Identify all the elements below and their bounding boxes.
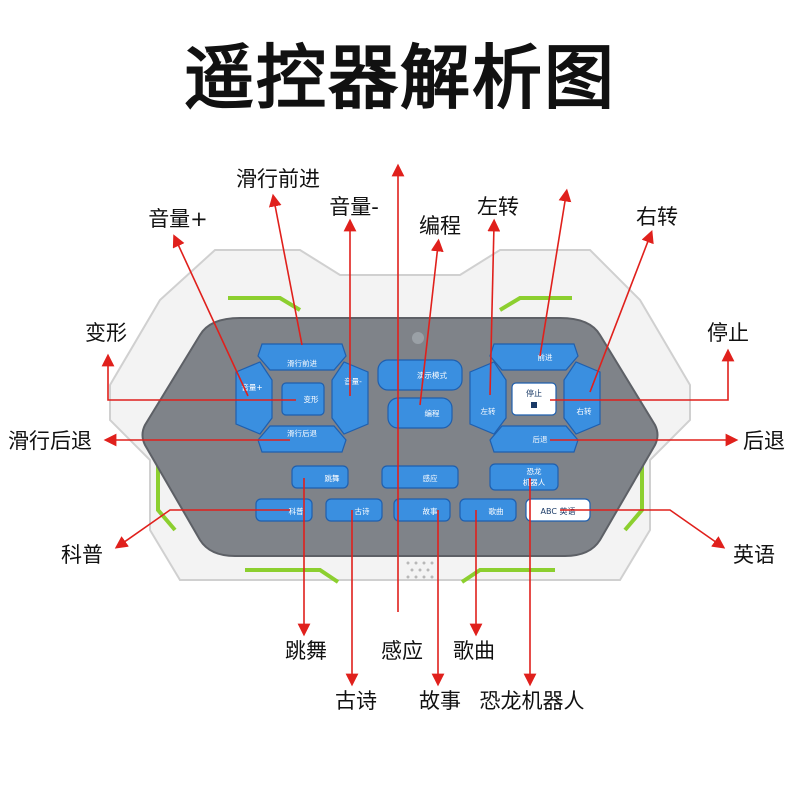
slide-forward-button[interactable]: 滑行前进 bbox=[257, 343, 347, 371]
label-science: 科普 bbox=[61, 543, 103, 567]
svg-text:变形: 变形 bbox=[304, 394, 319, 404]
svg-text:停止: 停止 bbox=[526, 388, 542, 398]
dino-robot-button[interactable]: 恐龙 机器人 bbox=[489, 463, 559, 491]
label-poem: 古诗 bbox=[335, 689, 377, 713]
program-button[interactable]: 编程 bbox=[387, 397, 453, 429]
label-stop: 停止 bbox=[707, 321, 749, 345]
poem-button[interactable]: 古诗 bbox=[325, 498, 383, 522]
slide-back-button[interactable]: 滑行后退 bbox=[257, 425, 347, 453]
svg-text:歌曲: 歌曲 bbox=[489, 506, 504, 516]
label-volume-up: 音量+ bbox=[148, 207, 208, 231]
svg-text:音量+: 音量+ bbox=[241, 382, 262, 392]
label-song: 歌曲 bbox=[453, 639, 495, 663]
label-dino-robot: 恐龙机器人 bbox=[480, 689, 585, 713]
song-button[interactable]: 歌曲 bbox=[459, 498, 517, 522]
turn-left-button[interactable]: 左转 bbox=[469, 361, 507, 435]
turn-right-button[interactable]: 右转 bbox=[563, 361, 601, 435]
svg-text:ABC 英语: ABC 英语 bbox=[541, 506, 576, 516]
sense-button[interactable]: 感应 bbox=[381, 465, 459, 489]
svg-text:右转: 右转 bbox=[577, 406, 592, 416]
label-program: 编程 bbox=[419, 214, 461, 238]
svg-text:跳舞: 跳舞 bbox=[325, 473, 340, 483]
svg-text:恐龙: 恐龙 bbox=[527, 466, 542, 476]
label-slide-forward: 滑行前进 bbox=[236, 167, 320, 191]
volume-up-button[interactable]: 音量+ bbox=[235, 361, 273, 435]
label-volume-down: 音量- bbox=[329, 195, 379, 219]
svg-text:故事: 故事 bbox=[423, 506, 438, 516]
back-button[interactable]: 后退 bbox=[489, 425, 579, 453]
label-dance: 跳舞 bbox=[285, 639, 327, 663]
forward-button[interactable]: 前进 bbox=[489, 343, 579, 371]
label-turn-right: 右转 bbox=[636, 205, 678, 229]
svg-text:古诗: 古诗 bbox=[355, 506, 370, 516]
svg-text:音量-: 音量- bbox=[344, 376, 362, 386]
label-slide-back: 滑行后退 bbox=[8, 429, 92, 453]
story-button[interactable]: 故事 bbox=[393, 498, 451, 522]
svg-text:机器人: 机器人 bbox=[523, 477, 546, 487]
demo-mode-button[interactable]: 演示模式 bbox=[377, 359, 463, 391]
svg-text:编程: 编程 bbox=[425, 408, 440, 418]
svg-text:演示模式: 演示模式 bbox=[417, 370, 447, 380]
svg-text:滑行前进: 滑行前进 bbox=[287, 358, 317, 368]
svg-text:感应: 感应 bbox=[423, 473, 438, 483]
stop-button[interactable]: 停止 bbox=[511, 382, 557, 416]
callout-arrows bbox=[101, 163, 739, 687]
svg-text:前进: 前进 bbox=[538, 352, 553, 362]
label-back: 后退 bbox=[743, 429, 785, 453]
svg-text:滑行后退: 滑行后退 bbox=[287, 428, 317, 438]
svg-text:科普: 科普 bbox=[289, 506, 304, 516]
label-transform: 变形 bbox=[85, 321, 127, 345]
transform-button[interactable]: 变形 bbox=[281, 382, 325, 416]
dance-button[interactable]: 跳舞 bbox=[291, 465, 349, 489]
label-turn-left: 左转 bbox=[477, 195, 519, 219]
label-story: 故事 bbox=[419, 689, 461, 713]
svg-text:后退: 后退 bbox=[533, 434, 548, 444]
page-title: 遥控器解析图 bbox=[184, 37, 616, 119]
volume-down-button[interactable]: 音量- bbox=[331, 361, 369, 435]
label-sense: 感应 bbox=[381, 639, 423, 663]
label-english: 英语 bbox=[733, 543, 775, 567]
svg-text:左转: 左转 bbox=[481, 406, 496, 416]
